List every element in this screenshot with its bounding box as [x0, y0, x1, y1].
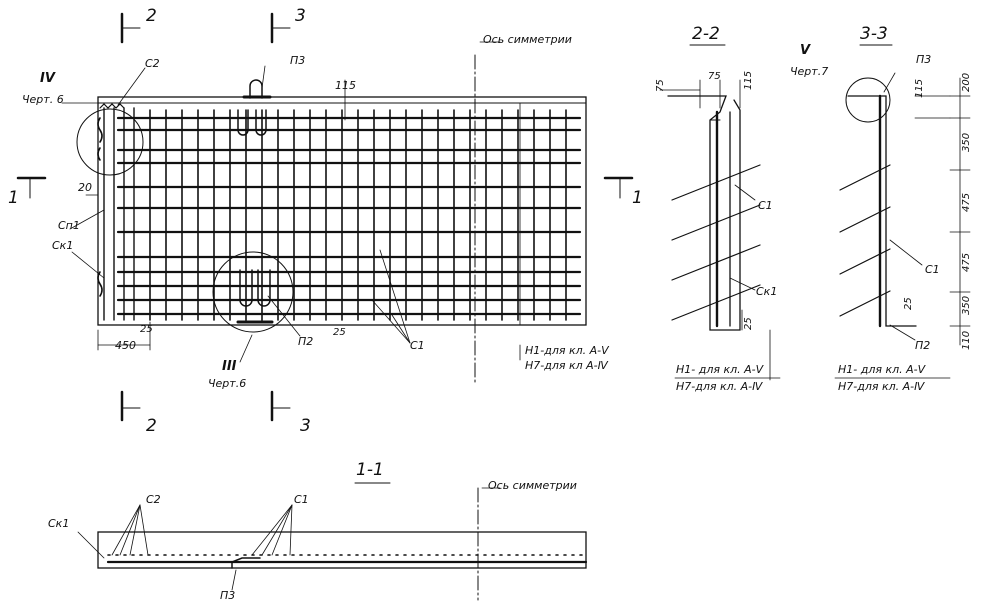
plan-dim-115: 115	[335, 79, 356, 92]
plan-transverse-bars	[149, 109, 567, 321]
plan-longitudinal-bars	[116, 116, 582, 316]
s33-label-p2: П2	[915, 339, 931, 352]
callout-v-ref: Черт.7	[790, 65, 829, 78]
plan-lifting-loop-bottom	[236, 269, 274, 324]
callout-v-label: Ⅴ	[800, 43, 811, 58]
s33-dim-475a: 475	[961, 192, 972, 212]
section-2-2-title: 2-2	[692, 24, 720, 44]
plan-label-sp1: Сп1	[58, 219, 80, 232]
s22-note-line1: Н1- для кл. А-Ⅴ	[676, 363, 764, 376]
sec3-bottom-label: 3	[300, 416, 311, 436]
plan-dim-25a: 25	[140, 324, 153, 335]
plan-label-sk1: Ск1	[52, 239, 74, 252]
s22-note-line2: Н7-для кл. А-Ⅳ	[676, 380, 763, 393]
plan-dimensions	[85, 79, 521, 351]
sec2-bottom-label: 2	[146, 416, 157, 436]
plan-leaders	[61, 41, 521, 363]
s11-label-p3: П3	[220, 589, 236, 602]
section-3-3-view	[834, 44, 971, 379]
section-3-3-title: 3-3	[860, 24, 888, 44]
callout-iv-ref: Черт. 6	[22, 93, 64, 106]
plan-view	[16, 12, 634, 422]
s22-dim-75a: 75	[655, 79, 666, 92]
section-1-1-view	[77, 482, 588, 601]
plan-symmetry-axis-label: Ось симметрии	[483, 33, 572, 46]
plan-dim-20: 20	[78, 181, 92, 194]
section-2-2-view	[659, 44, 781, 381]
s11-label-sk1: Ск1	[48, 517, 70, 530]
s22-dim-115: 115	[743, 70, 754, 90]
s22-label-c1: С1	[758, 199, 773, 212]
s33-dim-350b: 350	[961, 295, 972, 315]
s11-symmetry-axis-label: Ось симметрии	[488, 479, 577, 492]
sec2-top-label: 2	[146, 6, 157, 26]
plan-dim-25b: 25	[333, 327, 346, 338]
plan-dim-450: 450	[115, 339, 136, 352]
callout-iii-label: III	[222, 359, 237, 374]
plan-end-cage	[97, 103, 135, 321]
s33-note-line1: Н1- для кл. А-Ⅴ	[838, 363, 926, 376]
s11-label-c2: С2	[146, 493, 161, 506]
plan-label-c1: С1	[410, 339, 425, 352]
plan-label-c2: С2	[145, 57, 160, 70]
section-1-1-title: 1-1	[356, 460, 384, 480]
plan-note-line1: Н1-для кл. А-Ⅴ	[525, 344, 609, 357]
s22-dim-75b: 75	[708, 71, 721, 82]
s33-dim-350a: 350	[961, 132, 972, 152]
callout-circle-iv	[76, 108, 144, 176]
sec1-right-label: 1	[632, 188, 643, 208]
s22-label-sk1: Ск1	[756, 285, 778, 298]
sec1-left-label: 1	[8, 188, 19, 208]
callout-iv-label: IV	[40, 71, 55, 86]
s33-label-p3: П3	[916, 53, 932, 66]
callout-circle-v	[845, 77, 891, 123]
sec3-top-label: 3	[295, 6, 306, 26]
s33-dim-25: 25	[903, 297, 914, 310]
section-cut-arrows	[29, 27, 621, 409]
section-cut-markers	[16, 12, 634, 422]
s33-note-line2: Н7-для кл. А-Ⅳ	[838, 380, 925, 393]
s33-dim-110: 110	[961, 330, 972, 350]
plan-note-line2: Н7-для кл А-Ⅳ	[525, 359, 608, 372]
plan-label-p3: П3	[290, 54, 306, 67]
s11-label-c1: С1	[294, 493, 309, 506]
plan-label-p2: П2	[298, 335, 314, 348]
callout-iii-ref: Черт.6	[208, 377, 247, 390]
s33-label-c1: С1	[925, 263, 940, 276]
s33-dim-115: 115	[914, 78, 925, 98]
s22-dim-25: 25	[743, 317, 754, 330]
s33-dim-475b: 475	[961, 252, 972, 272]
s33-dim-200: 200	[961, 72, 972, 92]
plan-lifting-loop-top	[237, 79, 272, 136]
callout-circle-iii	[212, 251, 294, 333]
